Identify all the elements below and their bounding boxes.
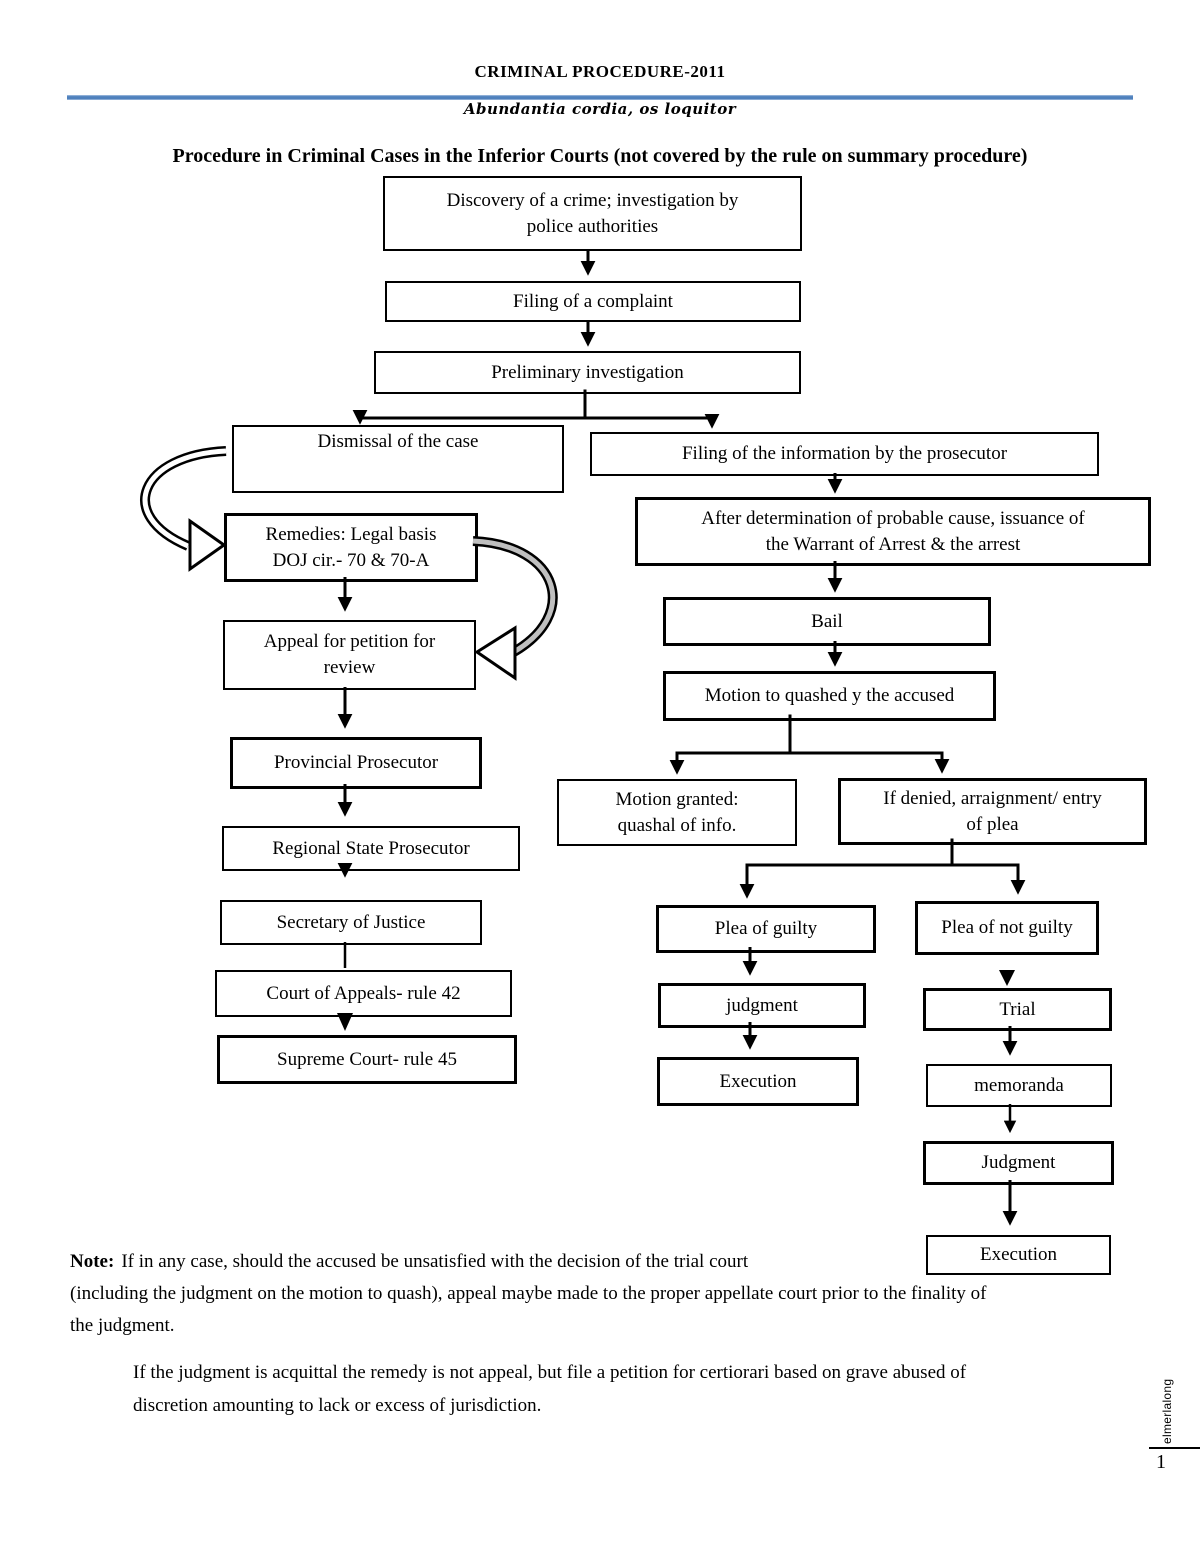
node-filing-information: Filing of the information by the prosecu… [590, 432, 1099, 476]
acquittal-line-2: discretion amounting to lack or excess o… [133, 1395, 542, 1416]
node-bail: Bail [663, 597, 991, 646]
header-motto: Abundantia cordia, os loquitor [463, 100, 737, 118]
acquittal-paragraph: If the judgment is acquittal the remedy … [133, 1356, 1133, 1422]
node-execution-trial: Execution [926, 1235, 1111, 1275]
curved-arrow-band-fill [142, 448, 227, 549]
author-watermark: elmerlalong [1160, 1378, 1174, 1444]
node-supreme-court: Supreme Court- rule 45 [217, 1035, 517, 1084]
node-discovery: Discovery of a crime; investigation by p… [383, 176, 802, 251]
curved-arrow-band-outline [140, 446, 227, 551]
curved-arrowhead-right [188, 518, 227, 572]
node-filing-complaint: Filing of a complaint [385, 281, 801, 322]
document-header-title: CRIMINAL PROCEDURE-2011 [474, 62, 726, 81]
node-provincial-prosecutor: Provincial Prosecutor [230, 737, 482, 789]
node-secretary-of-justice: Secretary of Justice [220, 900, 482, 945]
node-plea-of-not-guilty: Plea of not guilty [915, 901, 1099, 955]
node-judgment-trial: Judgment [923, 1141, 1114, 1185]
node-regional-state-prosecutor: Regional State Prosecutor [222, 826, 520, 871]
node-appeal-petition-review: Appeal for petition for review [223, 620, 476, 690]
curved-arrow-band-outline [472, 536, 558, 658]
note-line-3: the judgment. [70, 1315, 175, 1336]
curved-arrow-band-fill [472, 538, 555, 656]
node-dismissal: Dismissal of the case [232, 425, 564, 493]
note-line-1: If in any case, should the accused be un… [121, 1251, 749, 1272]
node-plea-of-guilty: Plea of guilty [656, 905, 876, 953]
node-motion-to-quash: Motion to quashed y the accused [663, 671, 996, 721]
curved-arrow-dismissal-to-remedies [140, 446, 227, 572]
note-label: Note: [70, 1251, 115, 1272]
node-trial: Trial [923, 988, 1112, 1031]
node-judgment-guilty: judgment [658, 983, 866, 1028]
node-court-of-appeals: Court of Appeals- rule 42 [215, 970, 512, 1017]
note-paragraph: Note: If in any case, should the accused … [70, 1246, 1150, 1342]
node-warrant-of-arrest: After determination of probable cause, i… [635, 497, 1151, 566]
node-preliminary-investigation: Preliminary investigation [374, 351, 801, 394]
curved-arrow-remedies-to-appeal [472, 536, 558, 681]
footer-rule [1149, 1447, 1200, 1449]
curved-arrowhead-left [474, 625, 517, 681]
arrowhead-plea-not-guilty-to-trial [999, 970, 1015, 986]
node-execution-guilty: Execution [657, 1057, 859, 1106]
node-if-denied-arraignment: If denied, arraignment/ entry of plea [838, 778, 1147, 845]
acquittal-line-1: If the judgment is acquittal the remedy … [133, 1362, 967, 1383]
note-line-2: (including the judgment on the motion to… [70, 1283, 987, 1304]
node-memoranda: memoranda [926, 1064, 1112, 1107]
page-number: 1 [1156, 1451, 1166, 1473]
node-remedies: Remedies: Legal basis DOJ cir.- 70 & 70-… [224, 513, 478, 582]
page-title: Procedure in Criminal Cases in the Infer… [172, 145, 1028, 167]
header-divider-line [67, 95, 1133, 100]
node-motion-granted: Motion granted: quashal of info. [557, 779, 797, 846]
